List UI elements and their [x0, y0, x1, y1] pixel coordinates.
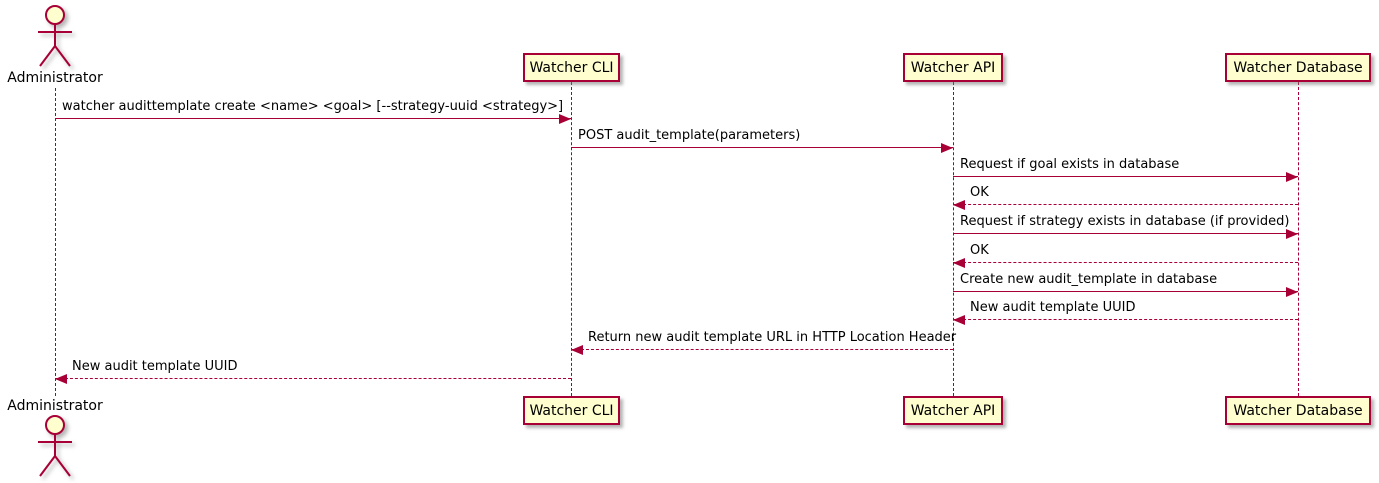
message-line-1: [55, 118, 571, 119]
message-line-7: [953, 291, 1298, 292]
participant-box-watcher-api-top: Watcher API: [903, 53, 1003, 82]
message-line-4: [953, 204, 1298, 205]
message-label-4: OK: [970, 185, 989, 200]
lifeline-watcher-database: [1298, 82, 1299, 396]
message-line-6: [953, 262, 1298, 263]
arrowhead-6: [953, 258, 965, 268]
lifeline-administrator: [55, 88, 56, 396]
actor-label-administrator: Administrator: [7, 398, 103, 414]
message-label-1: watcher audittemplate create <name> <goa…: [62, 99, 564, 114]
message-line-10: [55, 378, 571, 379]
message-label-9: Return new audit template URL in HTTP Lo…: [588, 330, 957, 345]
arrowhead-2: [941, 143, 953, 153]
person-icon: [38, 415, 72, 477]
arrowhead-10: [55, 374, 67, 384]
participant-box-watcher-database-top: Watcher Database: [1225, 53, 1371, 82]
arrowhead-4: [953, 200, 965, 210]
lifeline-watcher-api: [953, 82, 954, 396]
lifeline-watcher-cli: [571, 82, 572, 396]
participant-label-watcher-api: Watcher API: [910, 59, 996, 76]
participant-box-watcher-cli-bottom: Watcher CLI: [523, 396, 620, 425]
participant-label-watcher-api: Watcher API: [910, 402, 996, 419]
arrowhead-1: [559, 114, 571, 124]
actor-administrator-top: Administrator: [0, 4, 110, 86]
message-line-3: [953, 176, 1298, 177]
arrowhead-3: [1286, 172, 1298, 182]
arrowhead-7: [1286, 287, 1298, 297]
message-label-8: New audit template UUID: [970, 300, 1136, 315]
actor-administrator-bottom: Administrator: [0, 398, 110, 480]
message-label-10: New audit template UUID: [72, 359, 238, 374]
participant-box-watcher-cli-top: Watcher CLI: [523, 53, 620, 82]
person-icon: [38, 5, 72, 67]
message-label-3: Request if goal exists in database: [960, 157, 1180, 172]
participant-box-watcher-api-bottom: Watcher API: [903, 396, 1003, 425]
participant-label-watcher-database: Watcher Database: [1233, 402, 1363, 419]
arrowhead-8: [953, 315, 965, 325]
message-label-5: Request if strategy exists in database (…: [960, 214, 1290, 229]
message-label-6: OK: [970, 243, 989, 258]
message-line-2: [571, 147, 953, 148]
participant-label-watcher-cli: Watcher CLI: [529, 59, 614, 76]
participant-label-watcher-cli: Watcher CLI: [529, 402, 614, 419]
arrowhead-5: [1286, 229, 1298, 239]
message-label-2: POST audit_template(parameters): [578, 128, 801, 143]
message-label-7: Create new audit_template in database: [960, 272, 1218, 287]
actor-label-administrator: Administrator: [7, 70, 103, 86]
participant-label-watcher-database: Watcher Database: [1233, 59, 1363, 76]
message-line-8: [953, 319, 1298, 320]
arrowhead-9: [571, 345, 583, 355]
participant-box-watcher-database-bottom: Watcher Database: [1225, 396, 1371, 425]
message-line-5: [953, 233, 1298, 234]
message-line-9: [571, 349, 953, 350]
